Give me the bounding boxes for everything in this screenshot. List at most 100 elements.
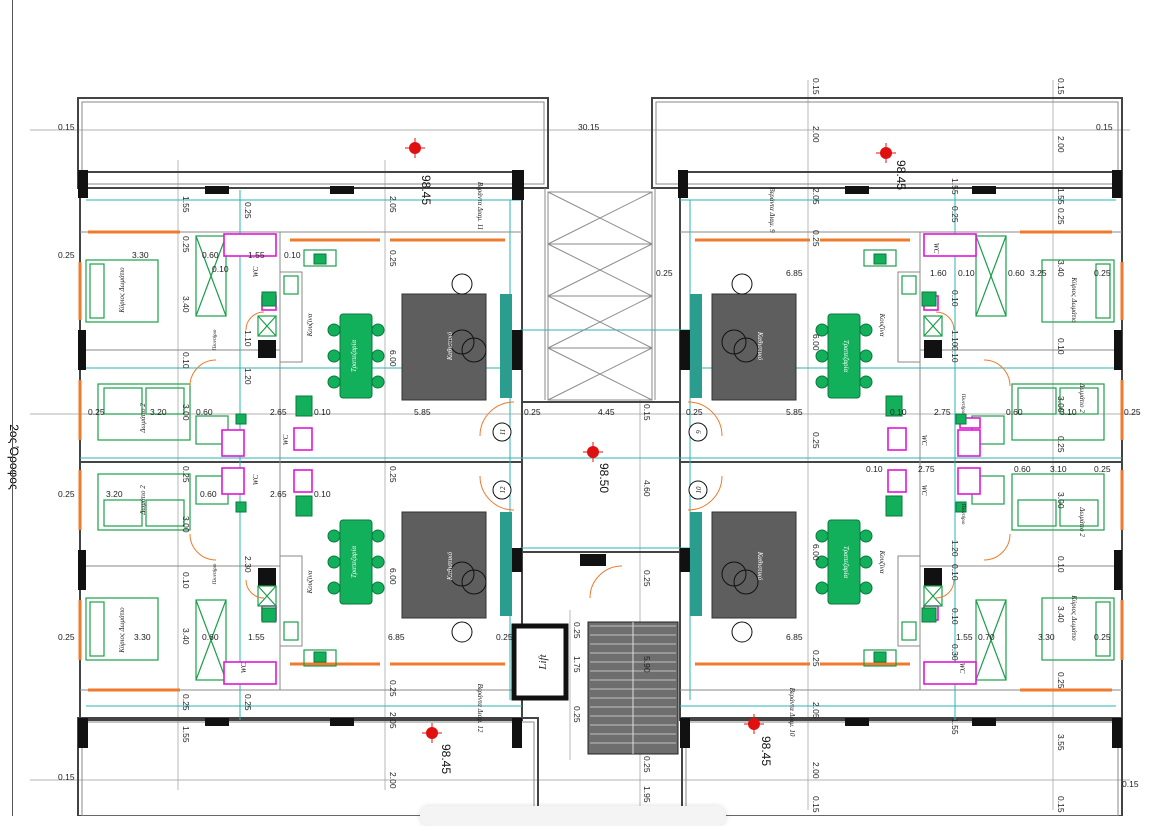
- dim: 0.60: [1008, 268, 1025, 278]
- dim: 0.10: [314, 407, 331, 417]
- dim: 1.10: [243, 330, 253, 347]
- dining-chair: [815, 349, 829, 363]
- dim: 0.25: [642, 570, 652, 587]
- dim: 0.25: [811, 230, 821, 247]
- dim: 2.00: [811, 762, 821, 779]
- dim: 1.55: [248, 632, 265, 642]
- level-marker-upper-right: 98.45: [876, 143, 908, 190]
- dim: 0.60: [196, 407, 213, 417]
- bottom-scrollbar-hint: [420, 806, 726, 826]
- wardrobes: [195, 235, 1007, 681]
- room-label-bedroom2-r2: Δωμάτιο 2: [1078, 506, 1086, 537]
- dim: 4.45: [598, 407, 615, 417]
- dining-chair: [371, 529, 385, 543]
- dim: 0.10: [284, 250, 301, 260]
- dim: 0.25: [181, 236, 191, 253]
- dim: 0.25: [58, 250, 75, 260]
- dim: 3.00: [181, 516, 191, 533]
- level-text: 98.45: [894, 160, 908, 190]
- dim: 0.60: [202, 632, 219, 642]
- dim: 0.25: [388, 680, 398, 697]
- dim: 0.15: [811, 796, 821, 813]
- dim: 0.10: [181, 352, 191, 369]
- dim: 3.40: [1056, 606, 1066, 623]
- dim: 0.10: [212, 264, 229, 274]
- level-text: 98.45: [759, 736, 773, 766]
- dining-chair: [815, 323, 829, 337]
- dim: 0.60: [200, 489, 217, 499]
- dim: 0.25: [656, 268, 673, 278]
- dim: 1.55: [181, 726, 191, 743]
- dim: 0.10: [958, 268, 975, 278]
- room-label-living-tl: Καθιστικό: [446, 331, 454, 361]
- dim: 6.00: [388, 568, 398, 585]
- dim: 3.55: [1056, 734, 1066, 751]
- room-label-kitchen-br: Κουζίνα: [878, 550, 886, 574]
- dim: 3.00: [1056, 492, 1066, 509]
- dim: 0.10: [1056, 338, 1066, 355]
- staircase: [587, 621, 679, 755]
- dim: 0.15: [642, 404, 652, 421]
- dining-chair: [815, 529, 829, 543]
- dim: 0.60: [1006, 407, 1023, 417]
- dining-chair: [371, 349, 385, 363]
- dining-chair: [327, 323, 341, 337]
- dim: 0.15: [1056, 796, 1066, 813]
- dining-chair: [859, 349, 873, 363]
- dim: 0.10: [181, 572, 191, 589]
- room-label-wc-6: WC: [920, 435, 928, 446]
- dim: 3.30: [132, 250, 149, 260]
- dim: 5.90: [642, 656, 652, 673]
- dim: 0.25: [1056, 436, 1066, 453]
- level-marker-center: 98.50: [583, 442, 611, 493]
- room-label-wc-7: WC: [920, 485, 928, 496]
- veranda-label-12: Βεράντα Διαμ. 12: [476, 684, 484, 733]
- dim: 0.25: [388, 466, 398, 483]
- dining-chair: [815, 581, 829, 595]
- dim: 0.25: [58, 632, 75, 642]
- building-walls: [79, 171, 1123, 721]
- sinks: [235, 249, 967, 667]
- dim: 0.25: [1056, 208, 1066, 225]
- dim: 2.65: [270, 489, 287, 499]
- apt-number-11: 11: [499, 429, 507, 435]
- dim: 0.10: [314, 489, 331, 499]
- dining-chair: [859, 529, 873, 543]
- dining-chair: [371, 555, 385, 569]
- lift-label: Lift: [537, 653, 549, 670]
- room-label-wc-1: WC: [252, 266, 260, 277]
- dim: 2.00: [811, 126, 821, 143]
- dim: 2.65: [270, 407, 287, 417]
- dim: 0.25: [524, 407, 541, 417]
- level-text: 98.45: [439, 744, 453, 774]
- dim: 1.10: [950, 330, 960, 347]
- dim: 1.20: [950, 540, 960, 557]
- room-label-dining-tr: Τραπεζαρία: [842, 340, 850, 373]
- dim: 6.85: [786, 632, 803, 642]
- dim: 0.25: [686, 407, 703, 417]
- living-furniture: [401, 273, 797, 643]
- dim: 1.55: [248, 250, 265, 260]
- dining-chair: [859, 581, 873, 595]
- structural-columns: [78, 170, 1122, 748]
- dim: 0.25: [88, 407, 105, 417]
- dim: 0.25: [811, 432, 821, 449]
- dining-chair: [327, 529, 341, 543]
- dim: 3.00: [1056, 396, 1066, 413]
- beds: [85, 259, 1115, 661]
- dim: 1.55: [956, 632, 973, 642]
- dining-tables: [327, 313, 873, 605]
- dim: 0.60: [1014, 464, 1031, 474]
- dim: 6.00: [388, 350, 398, 367]
- dim: 0.25: [950, 206, 960, 223]
- laundry-label-4: Πλυντήριο: [960, 503, 965, 525]
- laundry-label-2: Πλυντήριο: [213, 563, 218, 585]
- dimension-labels: 30.15 0.15 0.15 0.25 3.30 0.60 1.55 0.10…: [58, 78, 1141, 813]
- dim: 0.25: [496, 632, 513, 642]
- dim: 3.10: [1060, 407, 1077, 417]
- veranda-label-9: Βεράντα Διαμ. 9: [768, 187, 776, 233]
- room-label-living-br: Καθιστικό: [756, 551, 764, 581]
- terrace-outlines: [77, 97, 1123, 816]
- dim: 1.75: [572, 656, 582, 673]
- dim: 0.25: [1094, 632, 1111, 642]
